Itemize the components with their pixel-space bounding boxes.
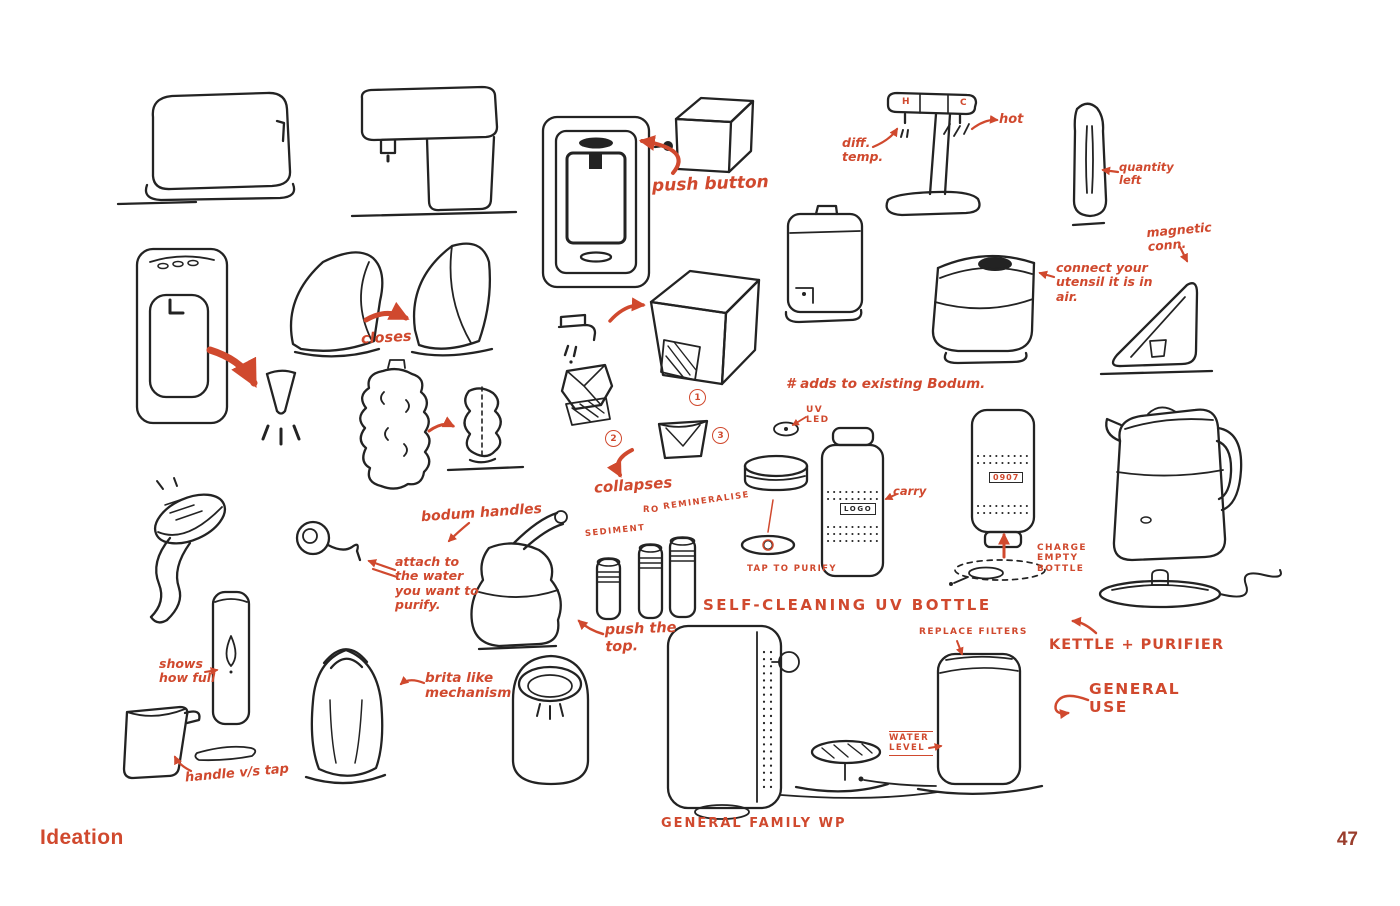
sketch-whisk-aerator: [261, 369, 301, 446]
arrow-magnetic-conn: [1178, 245, 1189, 263]
note-connect-utensil: connect your utensil it is in air.: [1056, 260, 1153, 304]
sketch-egg-kettle: [304, 648, 387, 785]
sketch-counter-dispenser: [784, 204, 864, 324]
arrow-bodum-handles: [447, 521, 471, 543]
sketch-charging-bottle: [949, 408, 1046, 586]
sketch-wall-dispenser: [541, 115, 651, 289]
arrow-tap-to-cube: [608, 297, 646, 323]
arrow-carry: [884, 492, 898, 500]
page-number: 47: [1336, 829, 1358, 850]
sketch-scoop-purifier: [149, 477, 227, 624]
arrow-push-button: [638, 135, 681, 175]
arrow-quantity-left: [1101, 166, 1120, 176]
title-general-family-wp: GENERAL FAMILY WP: [661, 816, 847, 831]
sketch-bodum-pitcher: [470, 510, 568, 651]
note-magnetic-conn: magnetic conn.: [1145, 219, 1213, 255]
step-badge-2: 2: [605, 430, 622, 447]
note-filter-ro: RO: [643, 505, 660, 515]
sketch-tap-cup: [122, 705, 257, 780]
label-bottle-logo: LOGO: [840, 503, 877, 515]
sketch-collapsible-vase: [446, 386, 525, 472]
arrow-replace-filters: [955, 640, 964, 656]
arrow-general-use: [1054, 694, 1090, 720]
note-water-level: WATER LEVEL: [889, 731, 933, 757]
note-closes: closes: [360, 328, 412, 348]
label-bottle-display: 0907: [989, 472, 1024, 483]
sketch-uv-bottle: [820, 426, 885, 578]
note-push-the-top: push the top.: [604, 619, 677, 655]
sketch-inline-earbud-filter: [295, 520, 362, 562]
note-carry: carry: [893, 484, 927, 498]
sketch-hot-cold-faucet: [885, 91, 981, 217]
sketch-filter-cartridges: [595, 536, 697, 621]
arrow-water-level: [928, 743, 943, 751]
title-general-use: GENERAL USE: [1089, 680, 1181, 716]
note-uv-led: UV LED: [806, 405, 830, 426]
sketch-family-water-purifier: [666, 624, 939, 820]
note-adds-to-bodum: # adds to existing Bodum.: [786, 376, 986, 392]
note-attach-to-water: attach to the water you want to purify.: [395, 554, 479, 612]
label-tap-cold: C: [960, 98, 967, 108]
arrow-kettle-purifier: [1071, 616, 1098, 635]
sketch-quantity-bottle: [1071, 102, 1108, 227]
arrow-purifier-to-whisk: [206, 346, 258, 388]
sketch-kettle: [1105, 406, 1243, 562]
sketch-shell-closed: [289, 251, 384, 358]
arrow-diff-temp: [871, 127, 899, 149]
note-tap-to-purify: TAP TO PURIFY: [747, 564, 837, 574]
arrow-uv-led: [791, 416, 807, 426]
sketch-dome-vessel: [511, 654, 590, 786]
sketch-wavy-bottle: [359, 359, 431, 490]
arrow-wavy-to-vase: [427, 416, 456, 433]
arrow-handle-tap: [173, 755, 193, 773]
sketch-kettle-base: [1098, 569, 1282, 609]
arrow-hot: [970, 115, 999, 131]
sketch-uv-cap-exploded: [740, 421, 809, 556]
line-tap-to-purify: [767, 499, 774, 533]
step-badge-3: 3: [712, 427, 729, 444]
sketch-collapsed-cup: [657, 419, 709, 460]
sketch-magnetic-stand: [1099, 282, 1214, 376]
sketch-folding-tap: [557, 313, 597, 364]
note-brita-like: brita like mechanism: [425, 670, 512, 702]
sketch-collapsed-stage: [560, 363, 614, 426]
arrow-collapses: [606, 448, 634, 478]
note-diff-temp: diff. temp.: [842, 135, 884, 165]
title-kettle-purifier: KETTLE + PURIFIER: [1049, 637, 1224, 653]
note-shows-how-full: shows how full: [159, 656, 216, 686]
arrow-brita: [399, 676, 426, 686]
sketch-lidded-pot: [931, 254, 1036, 365]
sketch-storage-tank: [116, 91, 296, 206]
note-replace-filters: REPLACE FILTERS: [919, 627, 1028, 637]
title-self-cleaning-uv-bottle: SELF-CLEANING UV BOTTLE: [703, 596, 992, 614]
arrow-attach-water: [367, 559, 397, 572]
arrow-push-top: [577, 619, 605, 636]
footer-section-label: Ideation: [40, 826, 124, 849]
note-hot: hot: [999, 112, 1024, 127]
sketch-tall-purifier: [135, 247, 229, 425]
sketch-collapsible-cube: [649, 269, 761, 386]
arrow-attach-water-2: [371, 567, 399, 579]
annotation-arrows: [173, 115, 1189, 773]
arrow-closes: [363, 301, 410, 323]
sketch-pod-dispenser: [350, 85, 518, 218]
sketch-shell-open: [410, 242, 494, 357]
sketch-cube-dispenser: [653, 96, 755, 174]
step-badge-1: 1: [689, 389, 706, 406]
note-charge-empty-bottle: CHARGE EMPTY BOTTLE: [1037, 543, 1087, 574]
arrow-shows-how-full: [204, 667, 219, 675]
label-tap-hot: H: [902, 97, 910, 107]
arrow-connect-utensil: [1038, 270, 1056, 280]
sketch-general-purifier: [858, 652, 1044, 795]
note-quantity-left: quantity left: [1119, 160, 1174, 188]
circle-tap-to-purify: [762, 539, 774, 551]
sketch-level-tumbler: [211, 590, 251, 726]
